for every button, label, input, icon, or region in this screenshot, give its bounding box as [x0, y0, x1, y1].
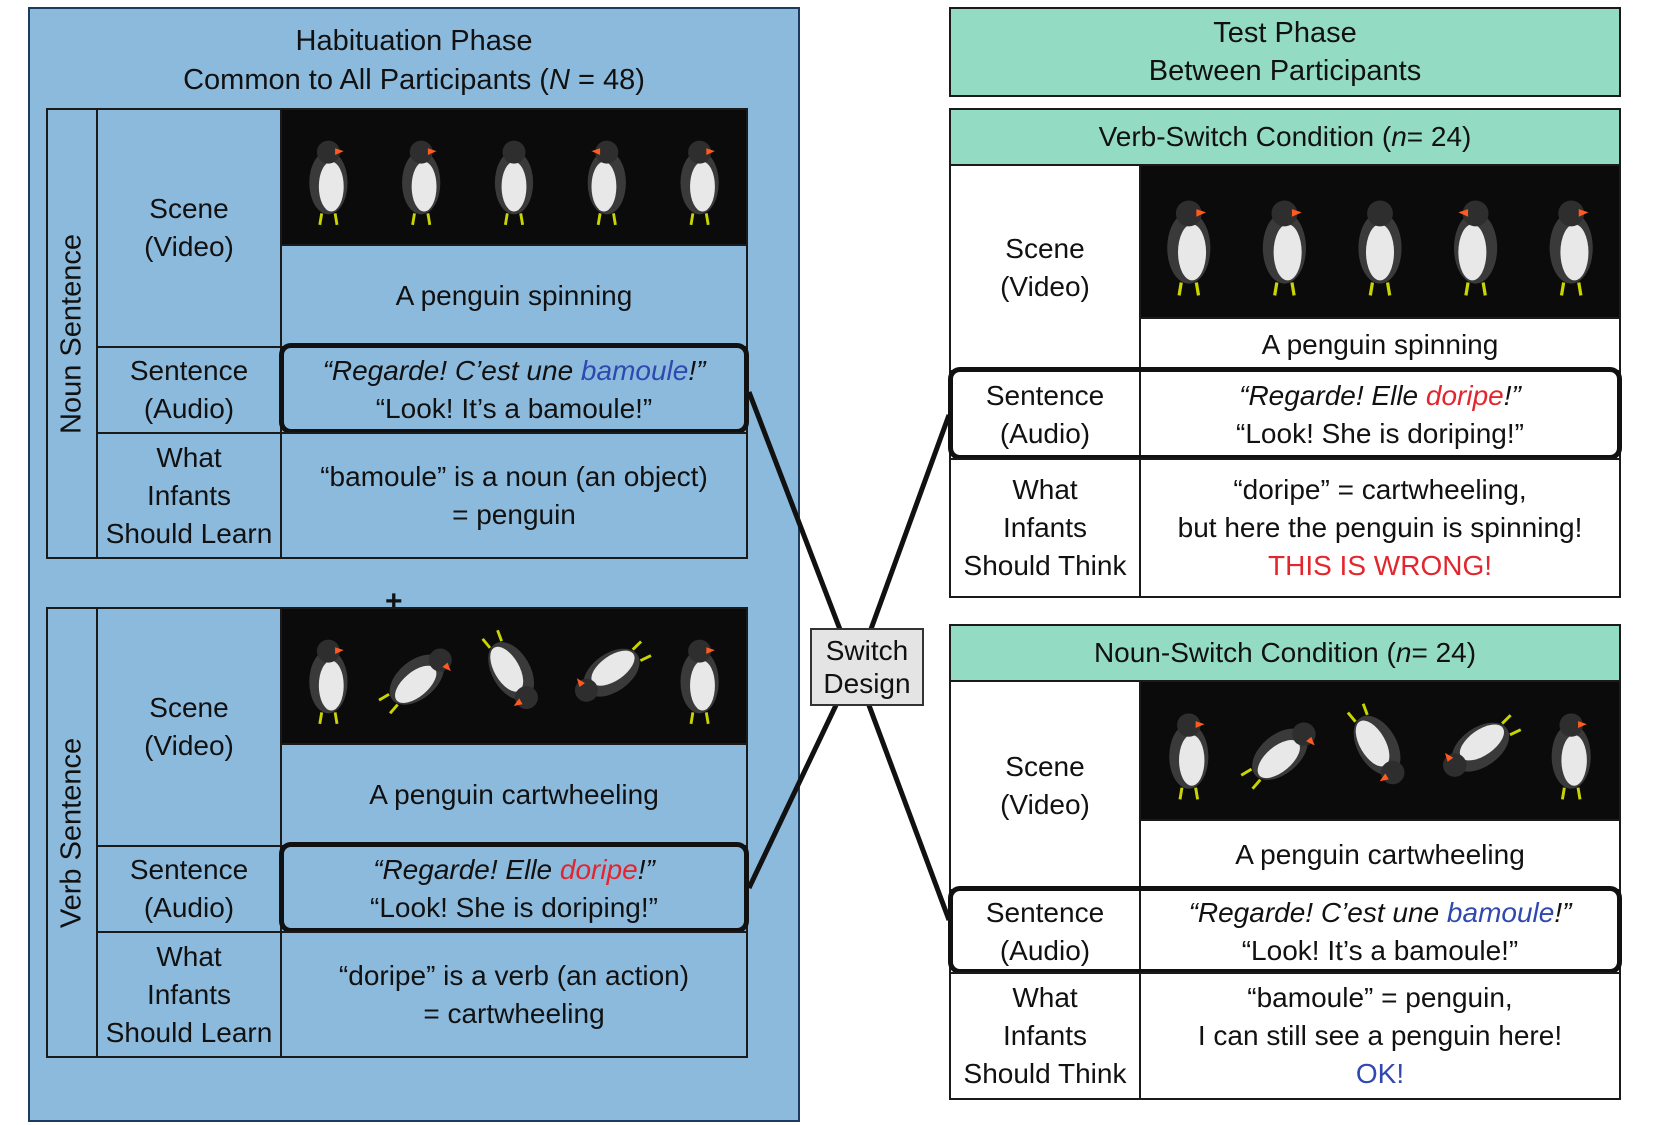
verb-switch-think-text: “doripe” = cartwheeling, but here the pe…	[1139, 458, 1621, 598]
penguin-icon	[680, 140, 719, 226]
verb-switch-think-label: What Infants Should Think	[949, 458, 1141, 598]
verb-sentence-highlight	[279, 842, 749, 933]
penguin-icon	[574, 640, 652, 702]
verb-switch-sentence-label: Sentence (Audio)	[949, 370, 1141, 460]
penguin-icon	[1549, 200, 1593, 296]
penguin-icon	[1454, 200, 1498, 296]
penguin-icon	[1262, 200, 1306, 296]
noun-switch-think-text: “bamoule” = penguin, I can still see a p…	[1139, 972, 1621, 1100]
verb-switch-caption: A penguin spinning	[1139, 317, 1621, 372]
penguin-spinning-frames	[309, 140, 719, 226]
noun-switch-scene-label: Scene (Video)	[949, 680, 1141, 891]
penguin-icon	[1346, 703, 1405, 785]
noun-learn-text: “bamoule” is a noun (an object) = pengui…	[280, 432, 748, 559]
noun-switch-think-label: What Infants Should Think	[949, 972, 1141, 1100]
noun-scene-label: Scene (Video)	[96, 108, 282, 348]
penguin-icon	[402, 140, 441, 226]
verb-scene-video	[280, 607, 748, 745]
verb-learn-label: What Infants Should Learn	[96, 931, 282, 1058]
noun-sentence-highlight	[279, 343, 749, 434]
test-phase-title: Test Phase Between Participants	[949, 7, 1621, 97]
verb-switch-scene-label: Scene (Video)	[949, 164, 1141, 372]
penguin-cartwheel-frames-test	[1169, 703, 1591, 800]
penguin-icon	[1358, 200, 1402, 296]
noun-sentence-side-label: Noun Sentence	[46, 108, 98, 559]
penguin-icon	[309, 639, 348, 725]
penguin-icon	[587, 140, 626, 226]
noun-switch-title: Noun-Switch Condition (n = 24)	[949, 624, 1621, 682]
penguin-icon	[1169, 713, 1209, 800]
noun-scene-caption: A penguin spinning	[280, 244, 748, 348]
penguin-spinning-frames-test	[1167, 200, 1593, 296]
penguin-icon	[1240, 722, 1316, 790]
noun-switch-sentence-audio: “Regarde! C’est une bamoule!” “Look! It’…	[1139, 889, 1621, 974]
penguin-icon	[1167, 200, 1211, 296]
verb-switch-scene-video	[1139, 164, 1621, 319]
noun-switch-sentence-label: Sentence (Audio)	[949, 889, 1141, 974]
verb-switch-sentence-highlight	[948, 367, 1622, 460]
penguin-icon	[481, 629, 538, 710]
verb-learn-text: “doripe” is a verb (an action) = cartwhe…	[280, 931, 748, 1058]
penguin-icon	[309, 140, 348, 226]
noun-switch-sentence-highlight	[948, 886, 1622, 974]
noun-sentence-label: Sentence (Audio)	[96, 346, 282, 434]
noun-scene-video	[280, 108, 748, 246]
verb-sentence-side-label: Verb Sentence	[46, 607, 98, 1058]
penguin-icon	[680, 639, 719, 725]
penguin-icon	[494, 140, 534, 226]
penguin-cartwheel-frames	[309, 629, 719, 725]
noun-switch-verdict: OK!	[1355, 1058, 1405, 1089]
verb-switch-verdict: THIS IS WRONG!	[1268, 550, 1492, 581]
habituation-title: Habituation Phase Common to All Particip…	[183, 25, 645, 96]
verb-scene-caption: A penguin cartwheeling	[280, 743, 748, 847]
verb-scene-label: Scene (Video)	[96, 607, 282, 847]
noun-switch-scene-video	[1139, 680, 1621, 821]
verb-switch-sentence-audio: “Regarde! Elle doripe!” “Look! She is do…	[1139, 370, 1621, 460]
penguin-icon	[378, 648, 452, 715]
verb-switch-title: Verb-Switch Condition (n = 24)	[949, 108, 1621, 166]
penguin-icon	[1443, 714, 1522, 777]
penguin-icon	[1551, 713, 1591, 800]
switch-design-box: Switch Design	[810, 628, 924, 706]
noun-switch-caption: A penguin cartwheeling	[1139, 819, 1621, 891]
noun-sentence-audio: “Regarde! C’est une bamoule!” “Look! It’…	[280, 346, 748, 434]
verb-sentence-label: Sentence (Audio)	[96, 845, 282, 933]
noun-learn-label: What Infants Should Learn	[96, 432, 282, 559]
